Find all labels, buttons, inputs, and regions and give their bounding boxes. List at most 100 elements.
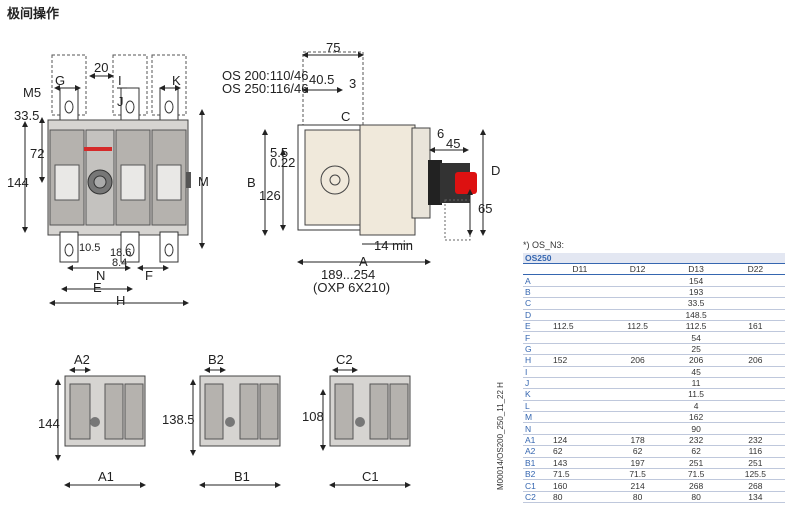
- dim-18-6: 18.6: [110, 247, 131, 259]
- dim-144: 144: [7, 175, 29, 190]
- dim-b2: B2: [208, 352, 224, 367]
- table-cell: 161: [725, 320, 785, 333]
- table-cell: [725, 343, 785, 356]
- table-cell: 45: [666, 366, 726, 378]
- bottom-view-a: A2 144 A1: [38, 352, 146, 488]
- row-label: M: [523, 411, 551, 424]
- dim-0-22: 0.22: [270, 155, 295, 170]
- table-cell: 251: [725, 457, 785, 470]
- dim-g: G: [55, 73, 65, 88]
- table-cell: 134: [725, 491, 785, 504]
- table-note: *) OS_N3:: [523, 240, 565, 250]
- dim-126: 126: [259, 188, 281, 203]
- table-cell: 71.5: [551, 468, 609, 481]
- table-cell: 116: [725, 445, 785, 458]
- bottom-view-c: C2 108 C1: [302, 352, 411, 488]
- table-cell: 112.5: [666, 320, 726, 333]
- dim-f: F: [145, 268, 153, 283]
- table-cell: 178: [608, 434, 667, 447]
- row-label: E: [523, 320, 551, 333]
- table-cell: 80: [666, 491, 726, 504]
- table-cell: [551, 377, 609, 390]
- dim-c1: C1: [362, 469, 379, 484]
- row-label: K: [523, 388, 551, 401]
- dim-k: K: [172, 73, 181, 88]
- dim-e: E: [93, 280, 102, 295]
- table-cell: [608, 422, 667, 435]
- table-cell: 112.5: [551, 320, 609, 333]
- table-cell: [725, 422, 785, 435]
- row-label: D: [523, 309, 551, 321]
- table-cell: [608, 286, 667, 299]
- table-cell: [725, 388, 785, 401]
- dim-65: 65: [478, 201, 492, 216]
- table-row: F 54: [523, 331, 785, 344]
- row-label: F: [523, 331, 551, 344]
- table-cell: 54: [666, 331, 726, 344]
- table-cell: 251: [666, 457, 726, 470]
- table-cell: 148.5: [666, 309, 726, 321]
- dim-m5: M5: [23, 85, 41, 100]
- table-cell: 125.5: [725, 468, 785, 481]
- table-cell: [725, 377, 785, 390]
- table-cell: [551, 286, 609, 299]
- dim-b1: B1: [234, 469, 250, 484]
- row-label: A2: [523, 445, 551, 458]
- row-label: A1: [523, 434, 551, 447]
- page-title: 极间操作: [7, 7, 60, 22]
- table-cell: 232: [725, 434, 785, 447]
- dim-range: 189...254: [321, 267, 375, 282]
- table-cell: [551, 331, 609, 344]
- table-cell: 152: [551, 354, 609, 367]
- dim-144-a: 144: [38, 416, 60, 431]
- dim-72: 72: [30, 146, 44, 161]
- dim-108: 108: [302, 409, 324, 424]
- dim-138-5: 138.5: [162, 412, 195, 427]
- dim-40-5: 40.5: [309, 72, 334, 87]
- table-cell: 62: [551, 445, 609, 458]
- table-cell: [551, 274, 609, 287]
- table-cell: [608, 411, 667, 424]
- dim-6: 6: [437, 126, 444, 141]
- table-cell: 71.5: [608, 468, 667, 481]
- table-cell: 160: [551, 479, 609, 492]
- column-header: D12: [608, 263, 667, 276]
- table-cell: [551, 297, 609, 310]
- table-cell: 197: [608, 457, 667, 470]
- dim-a2: A2: [74, 352, 90, 367]
- row-label: C1: [523, 479, 551, 492]
- dim-10-5: 10.5: [79, 242, 100, 254]
- row-label: B2: [523, 468, 551, 481]
- table-cell: 268: [725, 479, 785, 492]
- table-cell: [608, 274, 667, 287]
- dim-8-4: 8.4: [112, 257, 127, 269]
- row-label: L: [523, 400, 551, 413]
- table-cell: 4: [666, 400, 726, 413]
- table-cell: [551, 400, 609, 413]
- row-label: G: [523, 343, 551, 356]
- front-view: G 20 I K M5 J 33.5 72 144 M 10.5 18.6 8.…: [7, 54, 209, 308]
- table-cell: [608, 377, 667, 390]
- table-cell: [725, 297, 785, 310]
- row-label: B1: [523, 457, 551, 470]
- dim-14-min: 14 min: [374, 238, 413, 253]
- column-header: [523, 263, 551, 276]
- table-cell: 206: [666, 354, 726, 367]
- table-cell: [725, 274, 785, 287]
- row-label: B: [523, 286, 551, 299]
- table-cell: [551, 366, 609, 378]
- dim-a: A: [359, 254, 368, 269]
